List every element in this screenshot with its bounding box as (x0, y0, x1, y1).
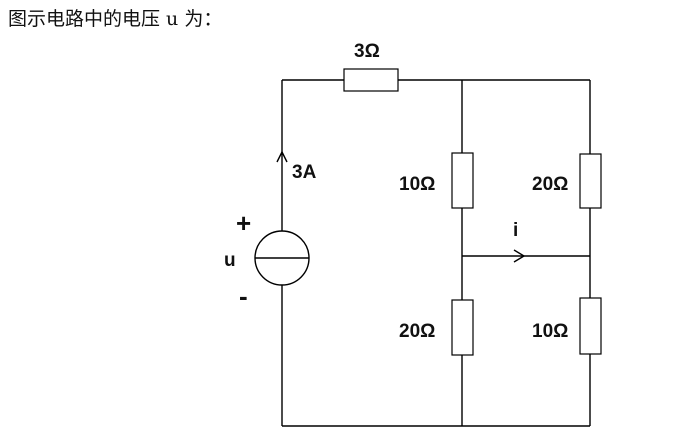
label-bridge-current: i (513, 220, 518, 241)
label-resistor-middle-upper: 10Ω (399, 174, 435, 195)
current-arrow-up-icon (276, 150, 288, 163)
minus-sign: - (239, 281, 248, 311)
plus-sign: + (236, 208, 251, 238)
current-source (254, 230, 310, 286)
resistor-top (343, 68, 399, 92)
resistor-right-lower (579, 297, 602, 355)
label-source-voltage: u (224, 250, 236, 271)
current-arrow-right-icon (513, 249, 526, 263)
circuit-wires (281, 79, 591, 427)
label-resistor-right-lower: 10Ω (532, 321, 568, 342)
question-text: 图示电路中的电压 u 为： (8, 8, 223, 30)
label-resistor-middle-lower: 20Ω (399, 321, 435, 342)
label-source-current: 3A (292, 162, 317, 183)
resistor-right-upper (579, 153, 602, 209)
label-resistor-right-upper: 20Ω (532, 174, 568, 195)
resistor-middle-upper (451, 152, 474, 209)
resistor-middle-lower (451, 299, 474, 356)
label-resistor-top: 3Ω (354, 41, 380, 62)
